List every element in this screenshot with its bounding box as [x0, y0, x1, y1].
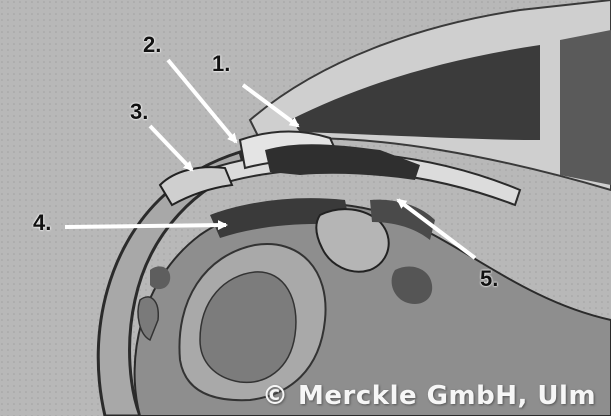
label-1: 1. [212, 53, 230, 75]
label-3: 3. [130, 101, 148, 123]
arrow-4 [65, 225, 226, 227]
dark-muscle-edge [560, 30, 611, 185]
copyright-watermark: © Merckle GmbH, Ulm [262, 381, 596, 411]
label-2: 2. [143, 34, 161, 56]
label-4: 4. [33, 212, 51, 234]
label-5: 5. [480, 268, 498, 290]
